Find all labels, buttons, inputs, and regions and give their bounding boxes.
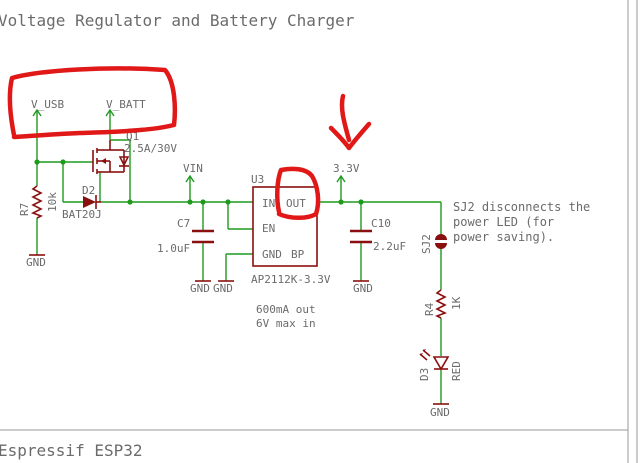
d3-led-symbol bbox=[419, 349, 450, 371]
d2-ref-label: D2 bbox=[82, 184, 95, 197]
u3-note-line-2: 6V max in bbox=[256, 317, 316, 330]
r4-value-label: 1K bbox=[450, 296, 463, 310]
junction-dot bbox=[338, 199, 344, 205]
r7-resistor-symbol bbox=[31, 185, 43, 219]
sj2-note-line-2: power LED (for bbox=[453, 215, 554, 229]
vbatt-arrow-icon bbox=[105, 108, 115, 117]
u3-pin-in-label: IN bbox=[262, 197, 275, 210]
u3-ref-label: U3 bbox=[251, 173, 264, 186]
sj2-note-line-3: power saving). bbox=[453, 230, 554, 244]
c10-ref-label: C10 bbox=[371, 217, 391, 230]
u3-note-line-1: 600mA out bbox=[256, 303, 316, 316]
annotation-net-labels-circle bbox=[7, 66, 178, 140]
junction-dot bbox=[127, 199, 133, 205]
sj2-ref-label: SJ2 bbox=[420, 234, 433, 254]
r7-value-label: 10k bbox=[46, 192, 59, 212]
d2-value-label: BAT20J bbox=[62, 208, 102, 221]
net-label-v-usb: V_USB bbox=[31, 98, 64, 111]
r4-ref-label: R4 bbox=[423, 302, 436, 316]
vin-arrow-icon bbox=[185, 174, 195, 183]
junction-dot bbox=[225, 199, 231, 205]
q1-ref-label: Q1 bbox=[126, 130, 139, 143]
net-label-v-batt: V_BATT bbox=[106, 98, 146, 111]
d2-diode-symbol bbox=[83, 195, 101, 209]
junction-dot bbox=[358, 199, 364, 205]
u3-pin-en-label: EN bbox=[262, 222, 275, 235]
c7-value-label: 1.0uF bbox=[157, 242, 190, 255]
c10-capacitor-symbol bbox=[350, 229, 372, 244]
junction-dot bbox=[34, 159, 40, 165]
c7-capacitor-symbol bbox=[192, 229, 214, 244]
next-section-title: Espressif ESP32 bbox=[0, 441, 143, 460]
gnd-label-c10: GND bbox=[353, 282, 373, 295]
u3-pin-bp-label: BP bbox=[291, 248, 305, 261]
c10-value-label: 2.2uF bbox=[373, 240, 406, 253]
junction-dot bbox=[187, 199, 193, 205]
gnd-label-r7: GND bbox=[26, 256, 46, 269]
q1-mosfet-symbol bbox=[92, 140, 130, 174]
gnd-label-c7: GND bbox=[190, 282, 210, 295]
u3-pin-gnd-label: GND bbox=[262, 248, 282, 261]
annotation-out-pin-circle bbox=[275, 166, 321, 220]
sj2-note-line-1: SJ2 disconnects the bbox=[453, 200, 590, 214]
u3-regulator-body bbox=[252, 186, 318, 267]
d3-ref-label: D3 bbox=[418, 368, 431, 381]
sj2-solder-jumper-symbol bbox=[435, 234, 447, 249]
junction-dot bbox=[200, 199, 206, 205]
c7-ref-label: C7 bbox=[177, 217, 190, 230]
q1-value-label: 2.5A/30V bbox=[124, 142, 177, 155]
gnd-label-u3: GND bbox=[213, 282, 233, 295]
sheet-title: Voltage Regulator and Battery Charger bbox=[0, 11, 355, 30]
r7-ref-label: R7 bbox=[18, 203, 31, 216]
r4-resistor-symbol bbox=[435, 289, 447, 319]
net-label-3v3: 3.3V bbox=[333, 162, 360, 175]
net-label-vin: VIN bbox=[183, 162, 203, 175]
3v3-arrow-icon bbox=[336, 174, 346, 183]
vusb-arrow-icon bbox=[32, 108, 42, 117]
junction-dot bbox=[60, 159, 66, 165]
annotation-pointer-arrow-icon bbox=[328, 93, 372, 151]
gnd-label-led: GND bbox=[430, 406, 450, 419]
d3-value-label: RED bbox=[450, 361, 463, 381]
u3-pin-out-label: OUT bbox=[286, 197, 306, 210]
u3-value-label: AP2112K-3.3V bbox=[251, 273, 331, 286]
